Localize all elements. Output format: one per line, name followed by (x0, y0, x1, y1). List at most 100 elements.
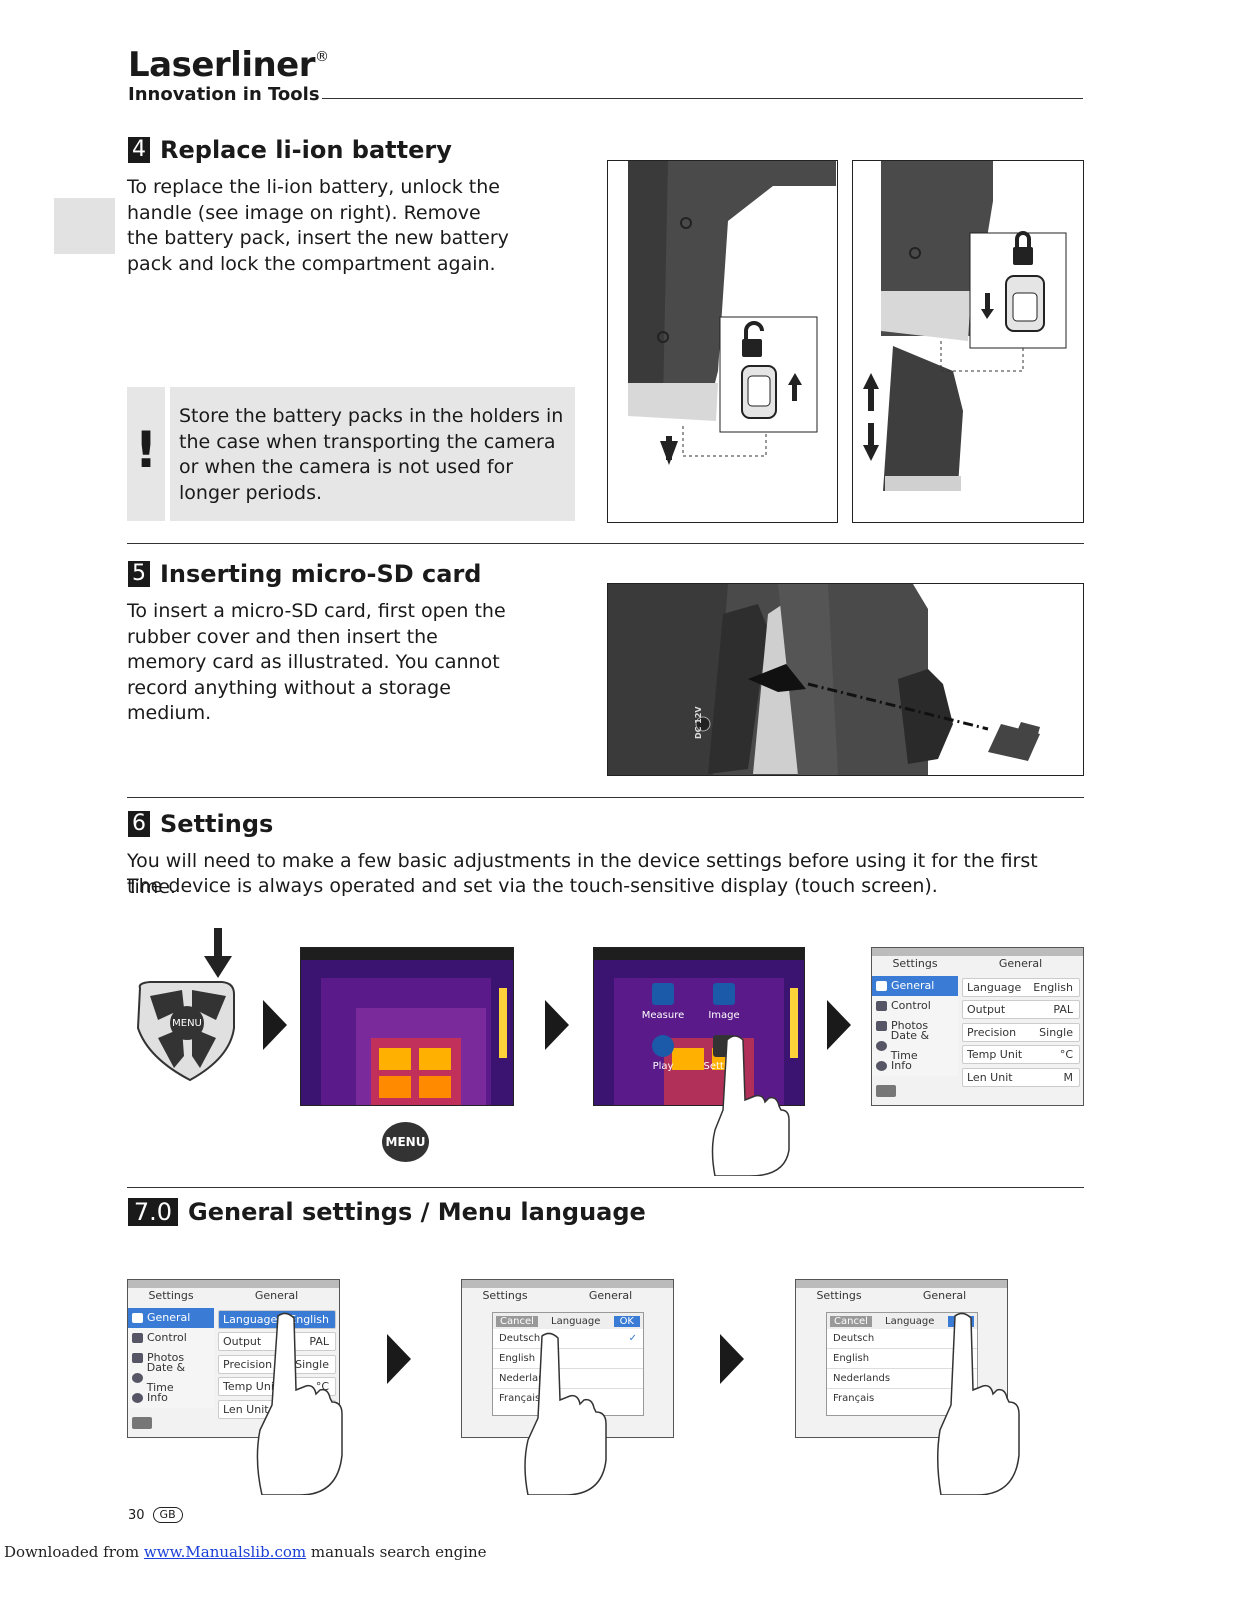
section-6-heading: 6 Settings (128, 810, 273, 838)
section-rule-5 (127, 543, 1084, 544)
section-6-text-2: The device is always operated and set vi… (127, 875, 938, 897)
menu-item-measure[interactable]: Measure (641, 1010, 685, 1021)
side-item-general[interactable]: General (128, 1308, 214, 1328)
settings-row-temp-unit[interactable]: Temp Unit°C (962, 1045, 1080, 1064)
menu-button[interactable]: MENU (382, 1122, 429, 1162)
brand-tagline: Innovation in Tools (128, 84, 320, 105)
language-option-deutsch[interactable]: Deutsch (827, 1329, 977, 1349)
footer-download-note: Downloaded from www.Manualslib.com manua… (4, 1543, 487, 1561)
side-tab (54, 198, 115, 254)
section-rule-6 (127, 797, 1084, 798)
screen-left-title: Settings (816, 1289, 862, 1302)
photo-icon (132, 1353, 143, 1363)
language-option-deutsch[interactable]: Deutsch✓ (493, 1329, 643, 1349)
brand-logo: Laserliner® Innovation in Tools (128, 48, 329, 105)
language-option-nederlands[interactable]: Nederlands (493, 1369, 643, 1389)
language-option-francais[interactable]: Français (499, 1393, 541, 1404)
battery-lock-illustration (852, 160, 1084, 523)
thermal-menu-background (594, 948, 804, 1105)
pointing-hand-icon (256, 1312, 343, 1495)
side-item-photos[interactable]: Photos (128, 1348, 214, 1368)
control-icon (876, 1001, 887, 1011)
screen-right-title: General (588, 1289, 633, 1302)
language-option-english[interactable]: English (827, 1349, 977, 1369)
info-icon (132, 1393, 143, 1403)
dialog-ok-button[interactable]: OK (613, 1315, 640, 1327)
thermal-image (301, 948, 513, 1105)
footer-suffix: manuals search engine (306, 1543, 487, 1561)
thermal-menu-screen: Measure Image Play Settings (593, 947, 805, 1106)
section-6-title: Settings (160, 810, 274, 838)
side-item-info[interactable]: Info (872, 1056, 958, 1076)
screen-left-title: Settings (892, 957, 938, 970)
menu-item-play[interactable]: Play (652, 1061, 674, 1072)
keypad-illustration: MENU (130, 928, 242, 1083)
side-item-photos[interactable]: Photos (872, 1016, 958, 1036)
gear-icon (132, 1313, 143, 1323)
pointing-hand-icon (711, 1035, 790, 1176)
footer-prefix: Downloaded from (4, 1543, 144, 1561)
note-text: Store the battery packs in the holders i… (170, 387, 575, 521)
screen-right-title: General (998, 957, 1043, 970)
screen-left-title: Settings (148, 1289, 194, 1302)
language-option-francais[interactable]: Français (833, 1393, 875, 1404)
section-4-heading: 4 Replace li-ion battery (128, 136, 452, 164)
language-badge: GB (152, 1507, 183, 1523)
settings-screen-preview: Settings General General Control Photos … (871, 947, 1084, 1106)
clock-icon (132, 1373, 143, 1383)
clock-icon (876, 1041, 887, 1051)
keypad-menu-label: MENU (172, 1018, 202, 1029)
menu-item-settings[interactable]: Settings (703, 1061, 745, 1072)
sd-card-illustration: DC 12V (607, 583, 1084, 776)
dialog-title: Language (885, 1315, 935, 1327)
dialog-title: Language (551, 1315, 601, 1327)
back-icon[interactable] (876, 1085, 896, 1097)
section-4-number: 4 (128, 137, 150, 163)
brand-reg: ® (315, 49, 329, 65)
side-item-info[interactable]: Info (128, 1388, 214, 1408)
gear-icon (876, 981, 887, 991)
note-mark-box: ! (127, 387, 165, 521)
note-mark: ! (134, 421, 158, 479)
battery-unlock-illustration (607, 160, 838, 523)
dialog-cancel-button[interactable]: Cancel (830, 1315, 872, 1327)
photo-icon (876, 1021, 887, 1031)
section-6-text-1: You will need to make a few basic adjust… (127, 850, 1038, 898)
language-option-english[interactable]: English (493, 1349, 643, 1369)
sd-port-label: DC 12V (694, 706, 703, 739)
section-6-number: 6 (128, 811, 150, 837)
section-7-number: 7.0 (128, 1198, 178, 1226)
section-rule-7 (127, 1187, 1084, 1188)
screen-right-title: General (254, 1289, 299, 1302)
pointing-hand-icon (936, 1312, 1020, 1495)
section-7-heading: 7.0 General settings / Menu language (128, 1198, 646, 1226)
step-arrow-4 (387, 1334, 411, 1384)
step-arrow-2 (545, 1000, 569, 1050)
side-item-date-time[interactable]: Date & Time (872, 1029, 958, 1062)
language-option-nederlands[interactable]: Nederlands (827, 1369, 977, 1389)
header-rule (322, 98, 1083, 99)
screen-right-title: General (922, 1289, 967, 1302)
side-item-date-time[interactable]: Date & Time (128, 1361, 214, 1394)
page-number-block: 30 GB (128, 1507, 183, 1523)
section-5-heading: 5 Inserting micro-SD card (128, 560, 481, 588)
section-5-title: Inserting micro-SD card (160, 560, 482, 588)
pointing-hand-icon (524, 1332, 607, 1495)
menu-item-image[interactable]: Image (708, 1010, 740, 1021)
sd-card-drawing (608, 584, 1083, 775)
step-arrow-1 (263, 1000, 287, 1050)
manualslib-link[interactable]: www.Manualslib.com (143, 1543, 307, 1561)
dialog-cancel-button[interactable]: Cancel (496, 1315, 538, 1327)
back-icon[interactable] (132, 1417, 152, 1429)
side-item-control[interactable]: Control (128, 1328, 214, 1348)
control-icon (132, 1333, 143, 1343)
screen-left-title: Settings (482, 1289, 528, 1302)
side-item-general[interactable]: General (872, 976, 958, 996)
side-item-control[interactable]: Control (872, 996, 958, 1016)
section-5-text: To insert a micro-SD card, first open th… (127, 600, 506, 724)
step-arrow-5 (720, 1334, 744, 1384)
